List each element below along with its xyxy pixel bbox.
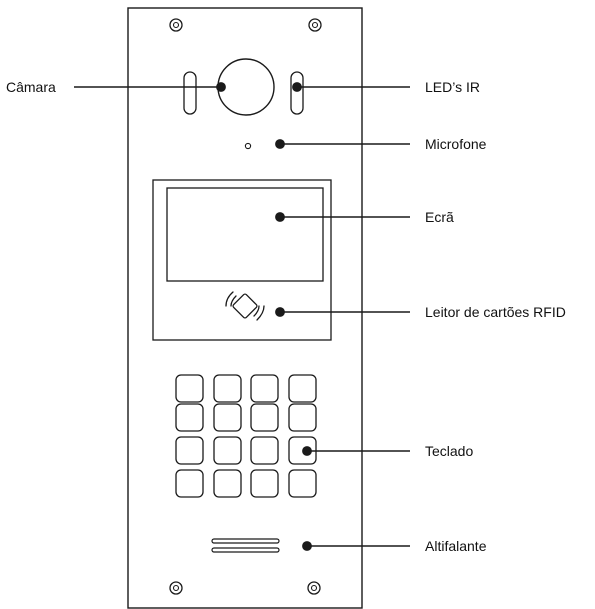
leader-dot-microphone (275, 139, 285, 149)
leader-dot-rfid (275, 307, 285, 317)
label-speaker: Altifalante (425, 538, 487, 554)
label-ir-leds: LED’s IR (425, 79, 480, 95)
keypad-key (213, 374, 242, 403)
leader-dot-keypad (302, 446, 312, 456)
ir-led-left (183, 71, 197, 115)
label-rfid-reader: Leitor de cartões RFID (425, 304, 566, 320)
keypad-key (288, 374, 317, 403)
leader-dot-camera (216, 82, 226, 92)
label-screen: Ecrã (425, 209, 454, 225)
label-microphone: Microfone (425, 136, 487, 152)
screen-display (166, 187, 324, 282)
leader-dot-speaker (302, 541, 312, 551)
screw-icon (169, 18, 183, 32)
keypad-key (175, 403, 204, 432)
keypad-key (175, 374, 204, 403)
microphone-hole (244, 142, 252, 150)
keypad-key (213, 469, 242, 498)
keypad-key (250, 403, 279, 432)
keypad-key (250, 436, 279, 465)
rfid-card-icon (225, 291, 265, 321)
screw-icon (308, 18, 322, 32)
keypad-key (250, 469, 279, 498)
keypad-key (175, 436, 204, 465)
keypad (175, 374, 317, 498)
keypad-key (250, 374, 279, 403)
camera-lens (217, 58, 275, 116)
label-keypad: Teclado (425, 443, 474, 459)
leader-dot-ir-leds (292, 82, 302, 92)
speaker-grille (211, 538, 280, 553)
screw-icon (169, 581, 183, 595)
keypad-key (213, 403, 242, 432)
leader-dot-screen (275, 212, 285, 222)
keypad-key (213, 436, 242, 465)
label-camera: Câmara (6, 79, 56, 95)
keypad-key (288, 469, 317, 498)
keypad-key (288, 403, 317, 432)
ir-led-right (290, 71, 304, 115)
keypad-key (175, 469, 204, 498)
screw-icon (307, 581, 321, 595)
